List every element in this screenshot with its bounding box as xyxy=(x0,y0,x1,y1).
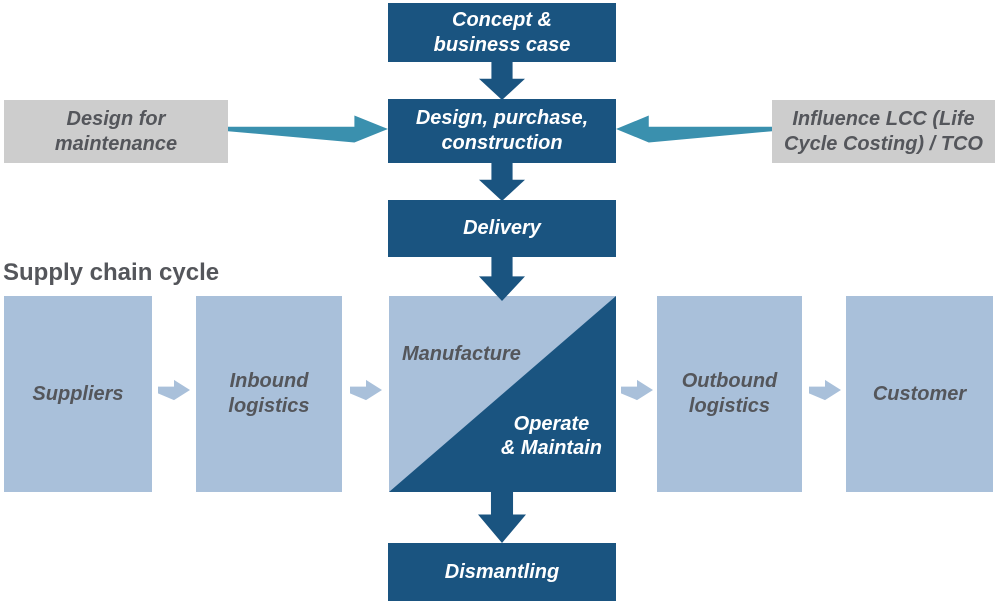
manufacture-operate-split-box: Manufacture Operate & Maintain xyxy=(389,296,616,492)
influence-lcc-tco-box: Influence LCC (Life Cycle Costing) / TCO xyxy=(772,100,995,163)
design-for-maintenance-box: Design for maintenance xyxy=(4,100,228,163)
design-purchase-construction-box: Design, purchase, construction xyxy=(388,99,616,163)
arrow-down-icon xyxy=(479,62,525,100)
dismantling-box: Dismantling xyxy=(388,543,616,601)
manufacture-label: Manufacture xyxy=(402,343,521,365)
delivery-box: Delivery xyxy=(388,200,616,257)
arrow-down-icon xyxy=(479,163,525,201)
arrow-right-icon xyxy=(350,379,382,401)
operate-maintain-label: Operate & Maintain xyxy=(500,413,602,459)
arrow-down-icon xyxy=(479,257,525,301)
arrow-left-icon xyxy=(616,115,772,143)
suppliers-box: Suppliers xyxy=(4,296,152,492)
arrow-right-icon xyxy=(158,379,190,401)
section-title: Supply chain cycle xyxy=(3,259,220,286)
outbound-logistics-box: Outbound logistics xyxy=(657,296,802,492)
customer-box: Customer xyxy=(846,296,993,492)
concept-business-case-box: Concept & business case xyxy=(388,3,616,62)
diagonal-split-triangle xyxy=(389,296,616,492)
arrow-right-icon xyxy=(228,115,388,143)
arrow-right-icon xyxy=(809,379,841,401)
inbound-logistics-box: Inbound logistics xyxy=(196,296,342,492)
arrow-right-icon xyxy=(621,379,653,401)
arrow-down-icon xyxy=(478,492,526,543)
